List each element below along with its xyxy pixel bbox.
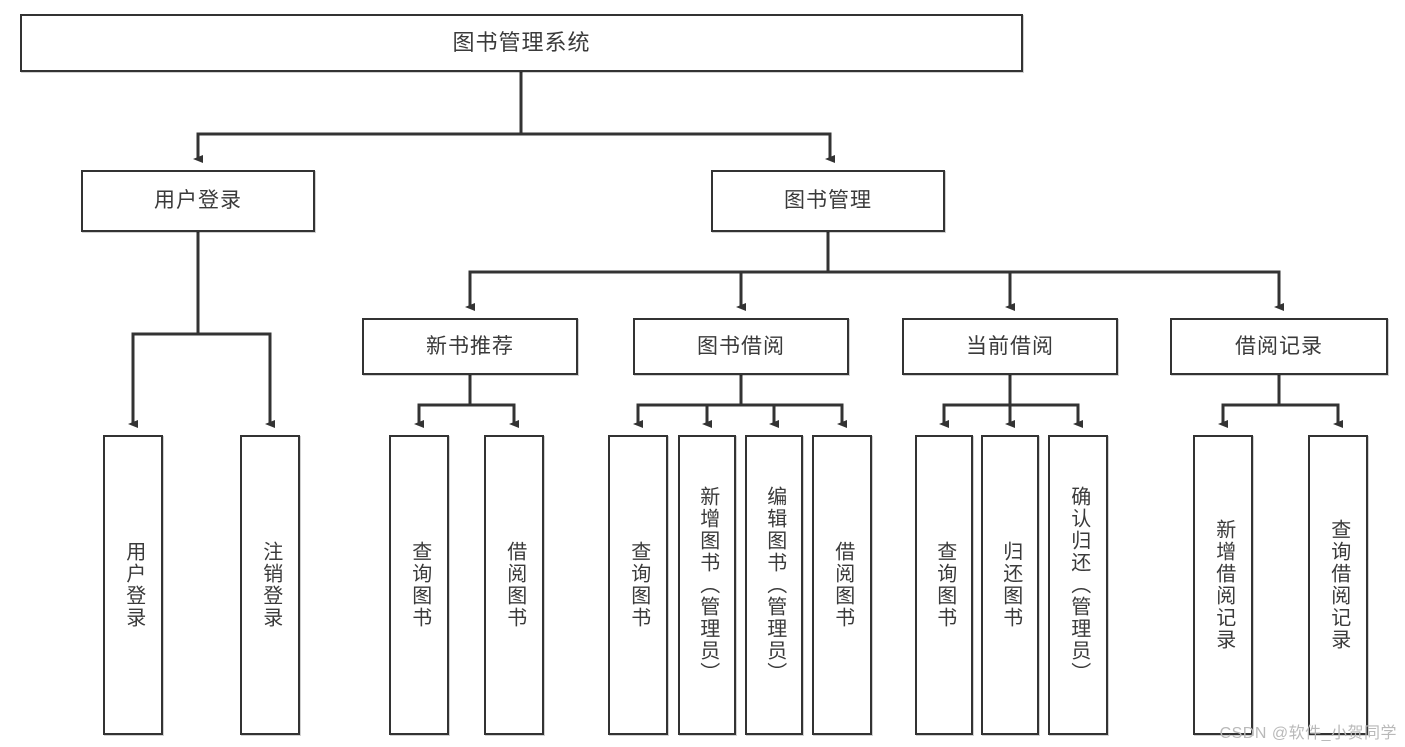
node-leaf-logout-login[interactable]: 注销登录 (240, 435, 300, 735)
node-current-borrow[interactable]: 当前借阅 (902, 318, 1118, 375)
node-leaf-user-login[interactable]: 用户登录 (103, 435, 163, 735)
node-leaf-add-book-admin[interactable]: 新增图书（管理员） (678, 435, 736, 735)
node-leaf-query-book-cur[interactable]: 查询图书 (915, 435, 973, 735)
node-book-borrow-label: 图书借阅 (697, 334, 785, 358)
node-leaf-add-borrow-record[interactable]: 新增借阅记录 (1193, 435, 1253, 735)
csdn-watermark: CSDN @软件_小贺同学 (1219, 725, 1397, 742)
node-leaf-query-book-rec-label: 查询图书 (408, 541, 431, 629)
node-leaf-borrow-book-rec[interactable]: 借阅图书 (484, 435, 544, 735)
node-user-login-label: 用户登录 (154, 189, 242, 213)
node-book-borrow[interactable]: 图书借阅 (633, 318, 849, 375)
node-leaf-borrow-book-label: 借阅图书 (831, 541, 854, 629)
node-new-book-recommend-label: 新书推荐 (426, 334, 514, 358)
node-leaf-edit-book-admin-label: 编辑图书（管理员） (763, 486, 786, 684)
node-leaf-confirm-return-admin-label: 确认归还（管理员） (1067, 486, 1090, 684)
node-leaf-query-book-borrow[interactable]: 查询图书 (608, 435, 668, 735)
node-root[interactable]: 图书管理系统 (20, 14, 1023, 72)
node-leaf-borrow-book-rec-label: 借阅图书 (503, 541, 526, 629)
node-new-book-recommend[interactable]: 新书推荐 (362, 318, 578, 375)
node-leaf-query-book-borrow-label: 查询图书 (627, 541, 650, 629)
node-leaf-return-book-label: 归还图书 (999, 541, 1022, 629)
node-leaf-query-borrow-record-label: 查询借阅记录 (1327, 519, 1350, 651)
node-leaf-borrow-book[interactable]: 借阅图书 (812, 435, 872, 735)
node-leaf-logout-login-label: 注销登录 (259, 541, 282, 629)
node-leaf-add-borrow-record-label: 新增借阅记录 (1212, 519, 1235, 651)
node-borrow-record-label: 借阅记录 (1235, 334, 1323, 358)
node-book-manage[interactable]: 图书管理 (711, 170, 945, 232)
node-borrow-record[interactable]: 借阅记录 (1170, 318, 1388, 375)
node-leaf-confirm-return-admin[interactable]: 确认归还（管理员） (1048, 435, 1108, 735)
node-leaf-query-book-rec[interactable]: 查询图书 (389, 435, 449, 735)
node-leaf-user-login-label: 用户登录 (122, 541, 145, 629)
node-leaf-query-borrow-record[interactable]: 查询借阅记录 (1308, 435, 1368, 735)
node-book-manage-label: 图书管理 (784, 189, 872, 213)
node-leaf-add-book-admin-label: 新增图书（管理员） (696, 486, 719, 684)
node-leaf-return-book[interactable]: 归还图书 (981, 435, 1039, 735)
node-root-label: 图书管理系统 (452, 29, 591, 55)
node-user-login[interactable]: 用户登录 (81, 170, 315, 232)
node-current-borrow-label: 当前借阅 (966, 334, 1054, 358)
node-leaf-edit-book-admin[interactable]: 编辑图书（管理员） (745, 435, 803, 735)
node-leaf-query-book-cur-label: 查询图书 (933, 541, 956, 629)
